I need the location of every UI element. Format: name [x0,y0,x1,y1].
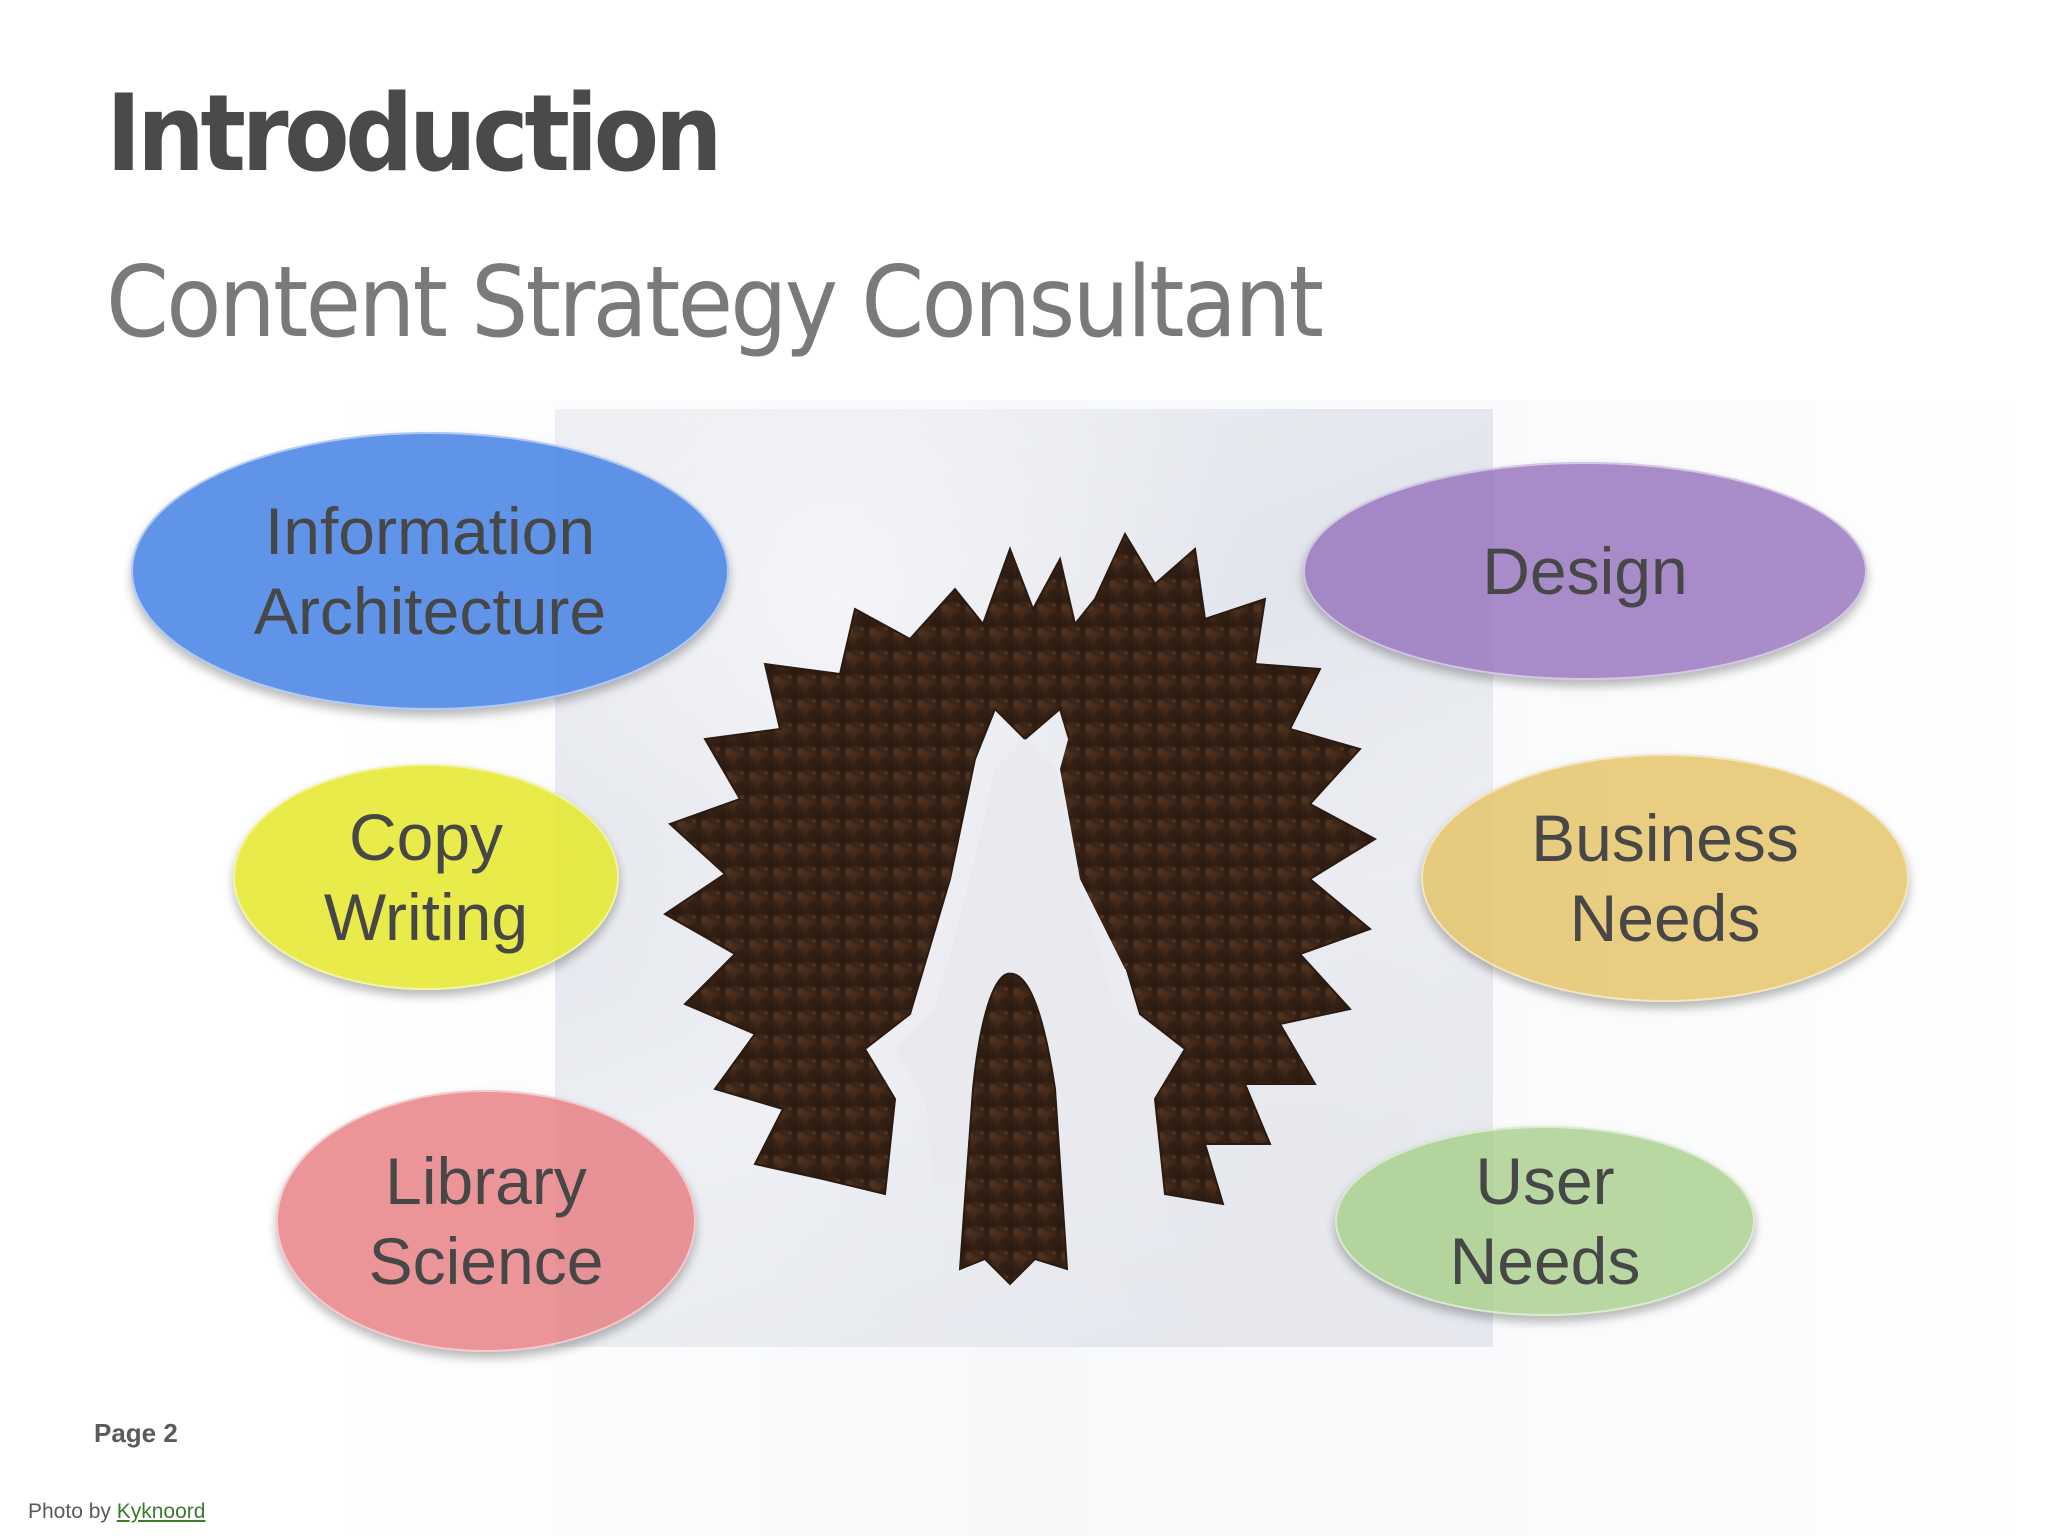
business-needs-bubble: Business Needs [1421,754,1909,1002]
information-architecture-bubble: Information Architecture [131,432,729,710]
design-bubble: Design [1303,462,1867,680]
user-needs-bubble: User Needs [1335,1126,1755,1316]
photo-credit: Photo by Kyknoord [28,1500,205,1524]
slide-title: Introduction [106,72,723,195]
bubble-label-line2: Needs [1449,1224,1641,1298]
bubble-label-line1: Copy [348,800,504,874]
central-spear-shape [958,972,1069,1286]
bubble-label-line2: Needs [1569,881,1761,955]
bubble-label-line1: User [1475,1144,1615,1218]
bubble-label-line1: Business [1531,801,1799,875]
bubble-label-line2: Architecture [253,574,607,648]
bubble-label-line2: Writing [323,880,529,954]
bubble-label-line1: Library [385,1144,587,1218]
copy-writing-bubble: Copy Writing [233,764,619,990]
bubble-label-line2: Science [368,1224,604,1298]
figure-cutout-shape [895,739,1155,1189]
library-science-bubble: Library Science [276,1090,696,1352]
slide-subtitle: Content Strategy Consultant [106,246,1324,360]
photo-credit-prefix: Photo by [28,1500,111,1523]
rusted-sun-figure-image [663,531,1378,1286]
bubble-label-line1: Design [1482,534,1688,608]
page-number: Page 2 [94,1418,178,1448]
bubble-label-line1: Information [264,494,596,568]
right-arm-shape [1060,714,1200,999]
photo-credit-author-link[interactable]: Kyknoord [116,1500,206,1523]
left-arm-shape [840,714,975,989]
